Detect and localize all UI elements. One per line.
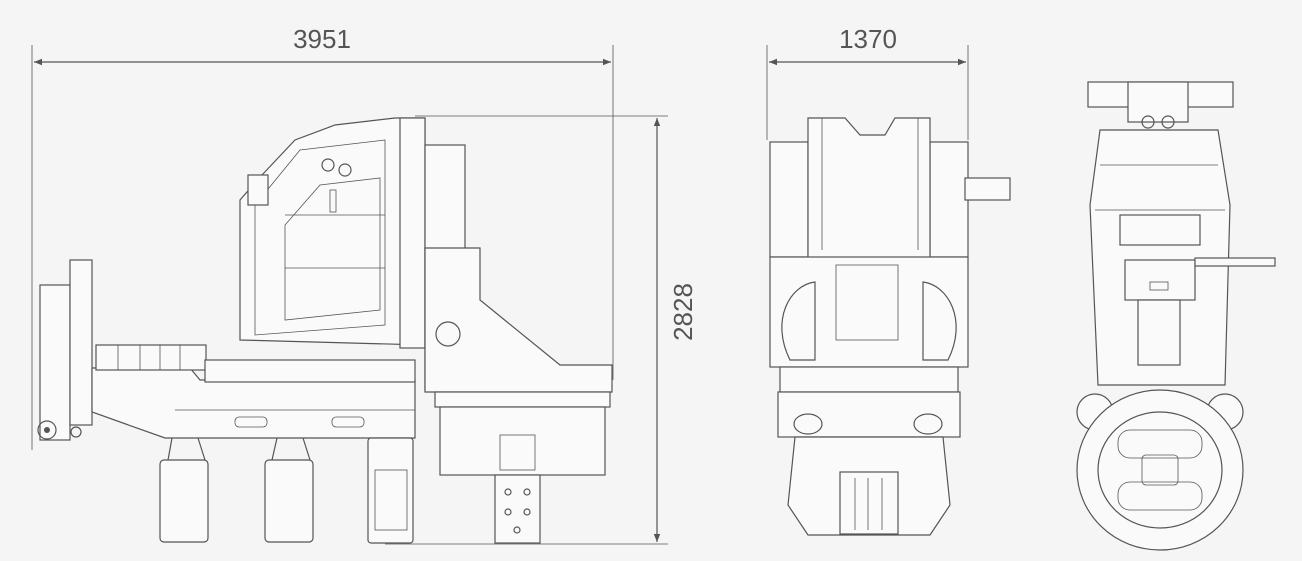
side-view <box>37 117 613 544</box>
height-label: 2828 <box>668 283 698 341</box>
dimension-width: 1370 <box>766 24 969 140</box>
front-view <box>769 117 1011 536</box>
dimension-length: 3951 <box>31 24 614 450</box>
length-label: 3951 <box>293 24 351 54</box>
dimension-height: 2828 <box>385 115 698 545</box>
top-view <box>1076 81 1276 551</box>
width-label: 1370 <box>839 24 897 54</box>
